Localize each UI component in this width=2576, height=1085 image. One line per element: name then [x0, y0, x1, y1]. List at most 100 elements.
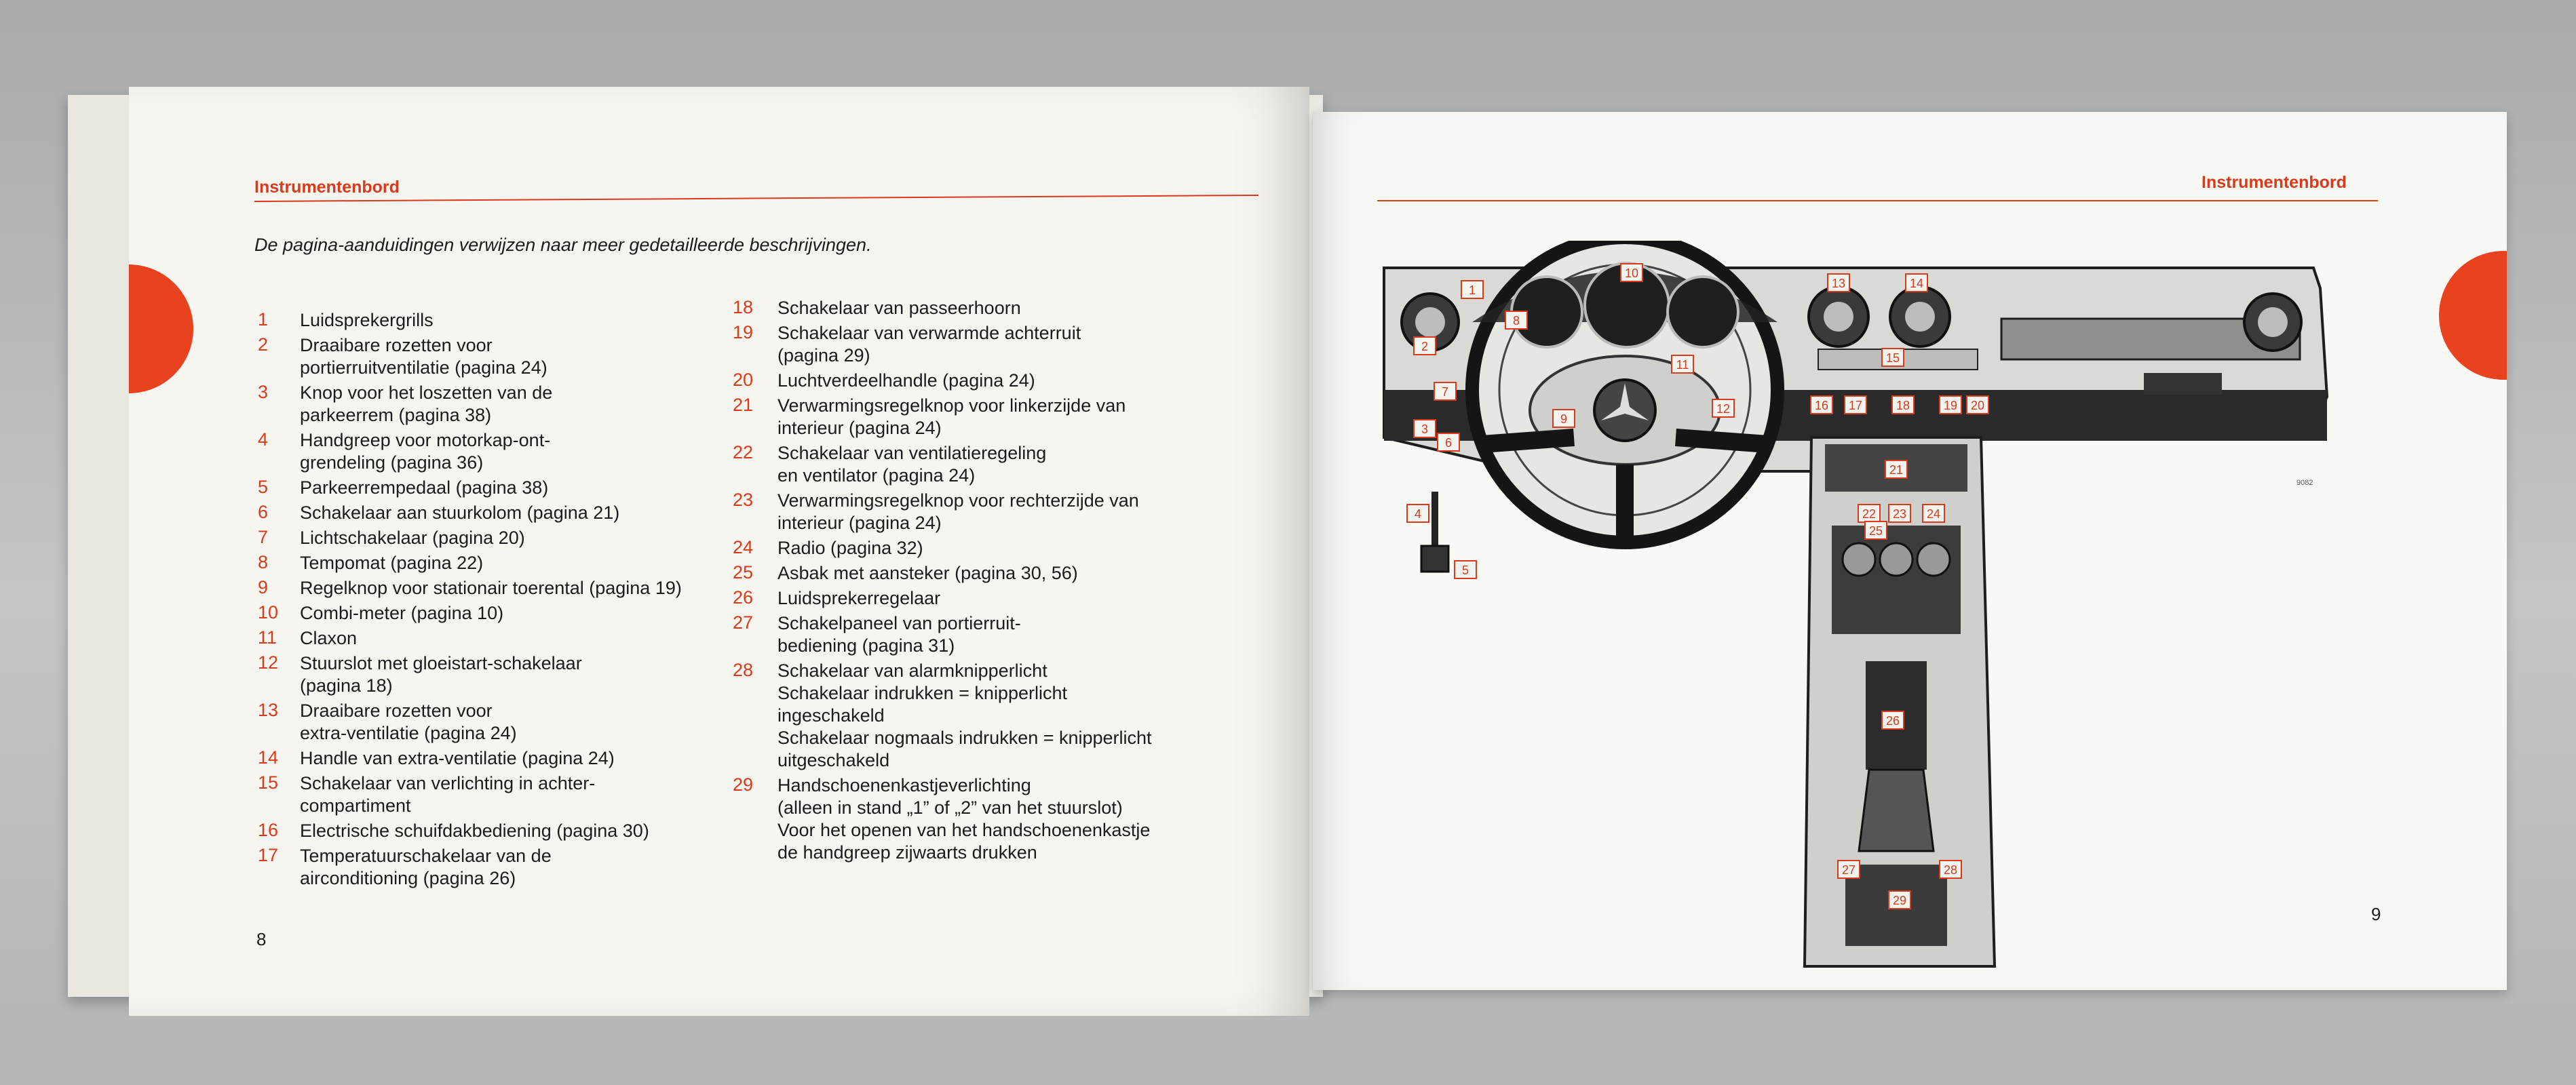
legend-line: Schakelpaneel van portierruit- — [777, 613, 1021, 633]
legend-line: Verwarmingsregelknop voor rechterzijde v… — [777, 490, 1139, 511]
legend-number: 11 — [258, 627, 277, 648]
glovebox-handle — [2144, 373, 2222, 395]
callout-number: 2 — [1421, 340, 1428, 353]
legend-item: 7 Lichtschakelaar (pagina 20) — [258, 527, 682, 549]
legend-number: 10 — [258, 602, 279, 623]
callout-number: 8 — [1513, 314, 1520, 328]
callout-number: 5 — [1462, 564, 1469, 577]
callout-5: 5 — [1454, 560, 1477, 579]
legend-line: bediening (pagina 31) — [777, 635, 955, 656]
legend-number: 24 — [733, 537, 754, 557]
right-page: Instrumentenbord — [1313, 112, 2507, 990]
callout-number: 13 — [1832, 277, 1845, 290]
callout-number: 15 — [1886, 351, 1900, 365]
callout-number: 16 — [1815, 399, 1828, 412]
legend-line: (pagina 29) — [777, 345, 870, 366]
callout-1: 1 — [1461, 280, 1484, 299]
callout-23: 23 — [1888, 504, 1911, 523]
callout-number: 1 — [1469, 283, 1476, 297]
legend-number: 8 — [258, 552, 269, 572]
callout-number: 22 — [1862, 507, 1876, 521]
legend-line: Luchtverdeelhandle (pagina 24) — [777, 370, 1035, 391]
legend-line: interieur (pagina 24) — [777, 418, 942, 438]
callout-28: 28 — [1939, 860, 1962, 879]
callout-11: 11 — [1671, 355, 1694, 374]
callout-24: 24 — [1922, 504, 1945, 523]
legend-text: Parkeerrempedaal (pagina 38) — [300, 477, 548, 499]
legend-line: Schakelaar van alarmknipperlicht — [777, 660, 1047, 681]
legend-number: 29 — [733, 774, 754, 795]
legend-line: Asbak met aansteker (pagina 30, 56) — [777, 563, 1078, 583]
legend-line: interieur (pagina 24) — [777, 513, 942, 533]
steering-wheel — [1465, 241, 1784, 549]
legend-text: Luidsprekergrills — [300, 309, 434, 332]
callout-2: 2 — [1413, 336, 1436, 355]
legend-line: Schakelaar nogmaals indrukken = knipperl… — [777, 728, 1152, 748]
legend-line: Parkeerrempedaal (pagina 38) — [300, 477, 549, 498]
legend-text: Combi-meter (pagina 10) — [300, 602, 503, 625]
legend-line: en ventilator (pagina 24) — [777, 465, 976, 486]
callout-22: 22 — [1858, 504, 1881, 523]
left-header-rule — [254, 194, 1258, 202]
legend-number: 6 — [258, 502, 269, 522]
legend-text: Asbak met aansteker (pagina 30, 56) — [777, 562, 1078, 585]
legend-line: Draaibare rozetten voor — [300, 701, 493, 721]
callout-9: 9 — [1552, 409, 1575, 428]
callout-number: 17 — [1849, 399, 1862, 412]
legend-number: 13 — [258, 700, 279, 720]
pedal-arm — [1431, 492, 1438, 546]
callout-13: 13 — [1827, 273, 1850, 292]
callout-6: 6 — [1437, 433, 1460, 452]
legend-item: 6 Schakelaar aan stuurkolom (pagina 21) — [258, 502, 682, 524]
legend-number: 7 — [258, 527, 269, 547]
callout-3: 3 — [1413, 419, 1436, 438]
legend-line: Lichtschakelaar (pagina 20) — [300, 528, 525, 548]
legend-text: Regelknop voor stationair toerental (pag… — [300, 577, 682, 599]
callout-17: 17 — [1844, 395, 1867, 414]
section-tab-left — [129, 264, 193, 393]
legend-line: Handgreep voor motorkap-ont- — [300, 430, 551, 450]
callout-8: 8 — [1505, 311, 1528, 330]
legend-line: ingeschakeld — [777, 705, 885, 726]
callout-number: 29 — [1893, 894, 1906, 907]
legend-line: Luidsprekerregelaar — [777, 588, 941, 608]
callout-number: 27 — [1842, 863, 1856, 877]
callout-number: 10 — [1625, 267, 1638, 280]
callout-number: 12 — [1716, 402, 1730, 416]
legend-line: (alleen in stand „1” of „2” van het stuu… — [777, 797, 1123, 818]
legend-text: Schakelaar aan stuurkolom (pagina 21) — [300, 502, 619, 524]
callout-number: 24 — [1927, 507, 1940, 521]
callout-number: 19 — [1944, 399, 1957, 412]
legend-item: 21 Verwarmingsregelknop voor linkerzijde … — [733, 395, 1152, 439]
legend-number: 21 — [733, 395, 754, 415]
legend-line: Verwarmingsregelknop voor linkerzijde va… — [777, 395, 1126, 416]
legend-number: 2 — [258, 334, 269, 355]
legend-line: Voor het openen van het handschoenenkast… — [777, 820, 1151, 840]
legend-line: Claxon — [300, 628, 358, 648]
legend-line: portierruitventilatie (pagina 24) — [300, 357, 547, 378]
callout-number: 25 — [1869, 524, 1883, 538]
legend-number: 22 — [733, 442, 754, 462]
legend-line: (pagina 18) — [300, 675, 393, 696]
right-page-number: 9 — [2371, 904, 2381, 924]
legend-line: de handgreep zijwaarts drukken — [777, 842, 1037, 863]
legend-text: Handgreep voor motorkap-ont-grendeling (… — [300, 429, 550, 474]
legend-number: 3 — [258, 382, 269, 402]
left-page-number: 8 — [256, 929, 267, 949]
callout-number: 18 — [1896, 399, 1910, 412]
callout-number: 11 — [1676, 358, 1689, 372]
